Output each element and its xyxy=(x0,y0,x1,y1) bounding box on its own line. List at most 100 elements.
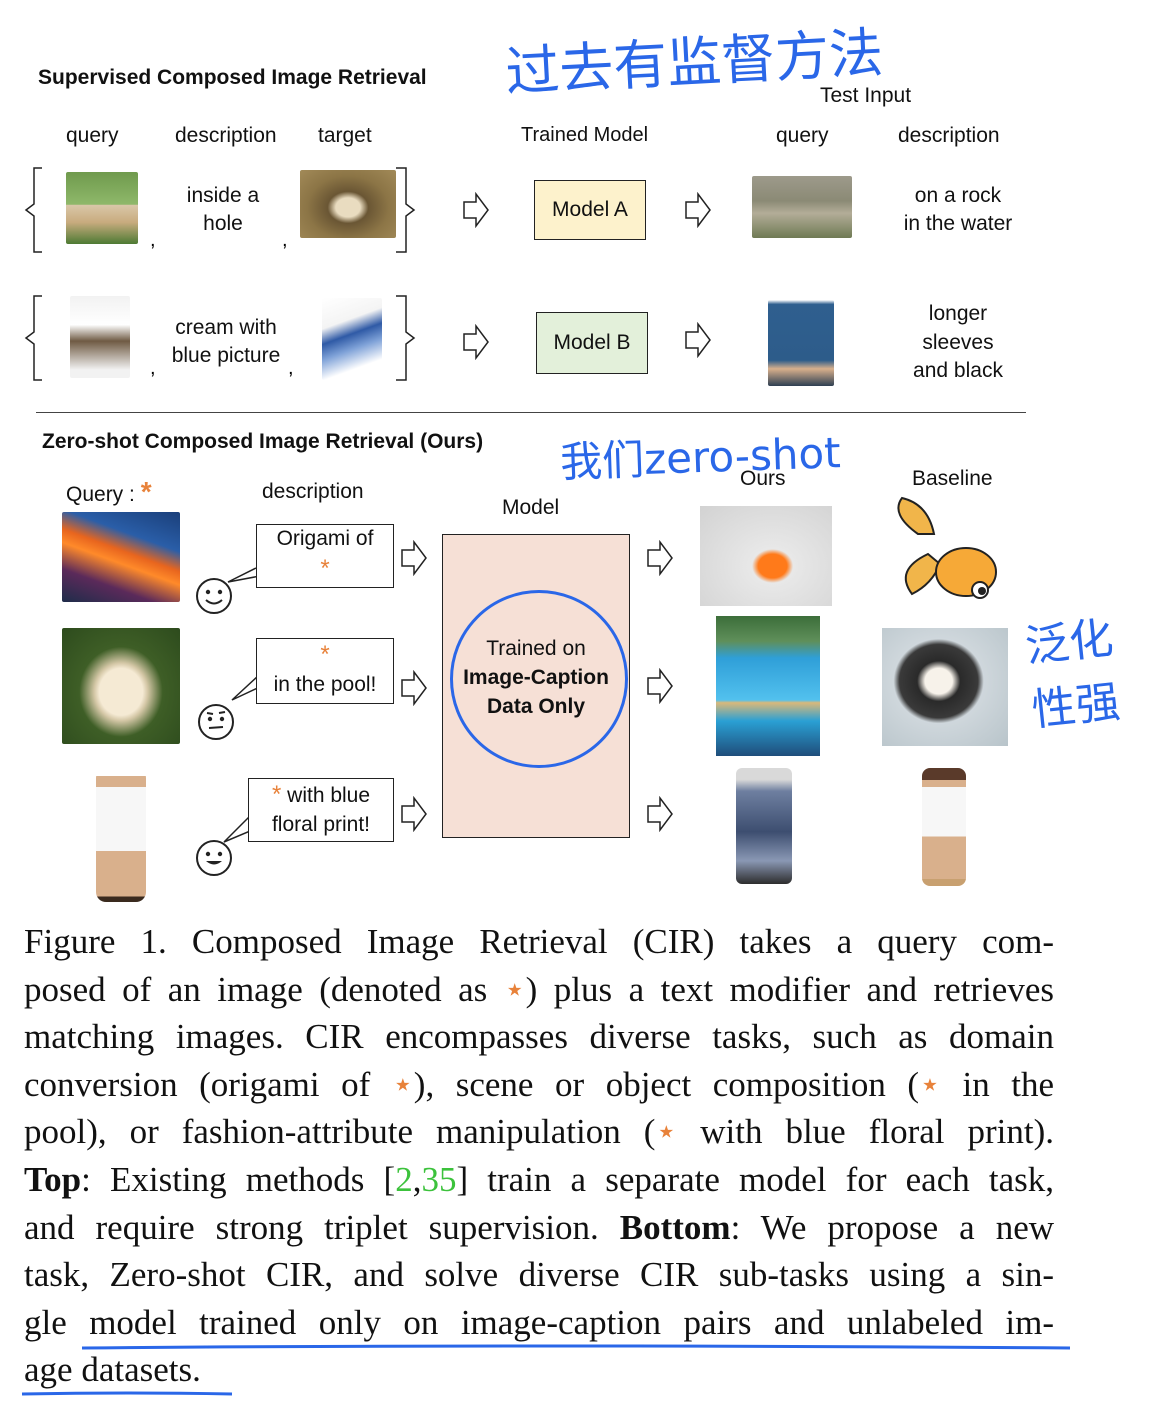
cartoon-goldfish-baseline-image xyxy=(897,496,997,599)
caption-text: and require strong triplet supervision. xyxy=(24,1207,620,1247)
caption-line-2: posed of an image (denoted as ⋆) plus a … xyxy=(24,966,1054,1014)
trained-on-line3: Data Only xyxy=(486,695,586,718)
test-input-label: Test Input xyxy=(820,84,912,107)
citation-link[interactable]: 35 xyxy=(421,1159,457,1199)
svg-text:,: , xyxy=(150,229,156,251)
row2-test-line2: sleeves xyxy=(922,330,994,354)
star-icon: * xyxy=(271,781,282,808)
arrow-right-icon xyxy=(685,322,711,358)
star-icon: ⋆ xyxy=(391,1064,414,1104)
star-icon: ⋆ xyxy=(655,1112,678,1152)
citation-link[interactable]: 2 xyxy=(395,1159,413,1199)
row2-test-description: longer sleeves and black xyxy=(898,300,1018,386)
row2-test-line3: and black xyxy=(913,359,1003,382)
caption-text: with blue floral print). xyxy=(677,1112,1054,1152)
caption-line-9: gle model trained only on image-caption … xyxy=(24,1302,1054,1342)
speech-bubble-origami: Origami of * xyxy=(256,524,394,588)
column-description-label: description xyxy=(175,124,277,147)
column-test-query-label: query xyxy=(776,124,829,147)
arrow-right-icon xyxy=(463,192,489,228)
arrow-right-icon xyxy=(401,540,427,576)
arrow-right-icon xyxy=(685,192,711,228)
puppy-query-image xyxy=(66,172,138,244)
origami-goldfish-result-image xyxy=(700,506,832,606)
trained-on-text: Trained on Image-Caption Data Only xyxy=(446,634,626,721)
row1-test-description: on a rock in the water xyxy=(886,182,1030,238)
caption-text: ), scene or object composition ( xyxy=(413,1064,920,1104)
bubble1-text: Origami of xyxy=(276,527,374,550)
svg-text:,: , xyxy=(282,229,288,251)
triplet-brackets: , , , , xyxy=(24,167,416,381)
trained-on-line1: Trained on xyxy=(486,637,586,660)
caption-bold-bottom: Bottom xyxy=(619,1207,731,1247)
zero-shot-section-title: Zero-shot Composed Image Retrieval (Ours… xyxy=(42,430,484,453)
row1-description: inside a hole xyxy=(170,182,276,238)
svg-text:,: , xyxy=(150,357,156,379)
row1-description-line2: hole xyxy=(203,212,243,235)
arrow-right-icon xyxy=(401,670,427,706)
caption-line-8: task, Zero-shot CIR, and solve diverse C… xyxy=(24,1255,1054,1295)
star-icon: * xyxy=(320,641,330,668)
caption-line-5: pool), or fashion-attribute manipulation… xyxy=(24,1108,1054,1156)
white-dress-query-image xyxy=(96,768,146,902)
blue-picture-tank-top-target-image xyxy=(322,298,382,380)
ours-label: Ours xyxy=(740,467,786,490)
column-query-label: query xyxy=(66,124,119,147)
bubble3-text-line2: floral print! xyxy=(271,813,371,837)
caption-text: posed of an image (denoted as xyxy=(24,969,504,1009)
row2-description: cream with blue picture xyxy=(160,314,292,370)
caption-line-10: age datasets. xyxy=(24,1350,201,1390)
white-dress-baseline-image xyxy=(922,768,966,886)
caption-text: : Existing methods [ xyxy=(81,1159,396,1199)
row1-description-line1: inside a xyxy=(186,184,260,207)
dog-on-rock-test-image xyxy=(752,176,852,238)
caption-text: ) plus a text modifier and retrieves xyxy=(525,969,1054,1009)
caption-bold-top: Top xyxy=(24,1159,82,1199)
highlight-circle xyxy=(450,590,628,768)
dog-on-beach-baseline-image xyxy=(882,628,1008,746)
bubble3-text-line1: with blue xyxy=(281,784,371,807)
winking-face-icon xyxy=(196,840,232,876)
baseline-label: Baseline xyxy=(912,467,993,490)
column-target-label: target xyxy=(318,124,372,147)
trained-on-line2: Image-Caption xyxy=(463,666,609,689)
star-icon: ⋆ xyxy=(503,969,526,1009)
speech-bubble-pool: * in the pool! xyxy=(256,638,394,704)
caption-text: : We propose a new xyxy=(730,1207,1055,1247)
row1-test-line2: in the water xyxy=(903,212,1013,235)
bubble2-text: in the pool! xyxy=(273,673,377,697)
arrow-right-icon xyxy=(463,324,489,360)
arrow-right-icon xyxy=(401,796,427,832)
query-label: Query : * xyxy=(66,476,152,508)
model-b-box: Model B xyxy=(536,312,648,374)
handwritten-note-zero-shot: 我们zero-shot xyxy=(559,428,842,487)
caption-text: , xyxy=(412,1159,422,1199)
supervised-section-title: Supervised Composed Image Retrieval xyxy=(38,66,427,89)
caption-text: pool), or fashion-attribute manipulation… xyxy=(24,1112,656,1152)
caption-line-3: matching images. CIR encompasses diverse… xyxy=(24,1017,1054,1057)
arrow-right-icon xyxy=(647,796,673,832)
caption-text: ] train a separate model for each task, xyxy=(456,1159,1055,1199)
row2-description-line1: cream with xyxy=(175,316,277,339)
skeptical-face-icon xyxy=(198,704,234,740)
handwritten-underline xyxy=(21,1344,1071,1396)
caption-line-1: Figure 1. Composed Image Retrieval (CIR)… xyxy=(24,922,1054,961)
golden-retriever-query-image xyxy=(62,628,180,744)
row2-description-line2: blue picture xyxy=(171,344,281,367)
star-icon: * xyxy=(320,555,330,583)
caption-line-7: and require strong triplet supervision. … xyxy=(24,1204,1054,1252)
description-label: description xyxy=(262,480,364,503)
cream-tank-top-query-image xyxy=(70,296,130,378)
caption-text: conversion (origami of xyxy=(24,1064,392,1104)
smiley-face-icon xyxy=(196,578,232,614)
dog-in-hole-target-image xyxy=(300,170,396,238)
figure-caption: Figure 1. Composed Image Retrieval (CIR)… xyxy=(24,918,1054,1394)
caption-line-4: conversion (origami of ⋆), scene or obje… xyxy=(24,1061,1054,1109)
caption-text: in the xyxy=(940,1064,1055,1104)
column-test-description-label: description xyxy=(898,124,1000,147)
column-trained-model-label: Trained Model xyxy=(521,124,649,146)
star-icon: * xyxy=(140,476,152,507)
blue-floral-dress-result-image xyxy=(736,768,792,884)
dog-in-pool-result-image xyxy=(716,616,820,756)
section-divider xyxy=(36,412,1026,413)
